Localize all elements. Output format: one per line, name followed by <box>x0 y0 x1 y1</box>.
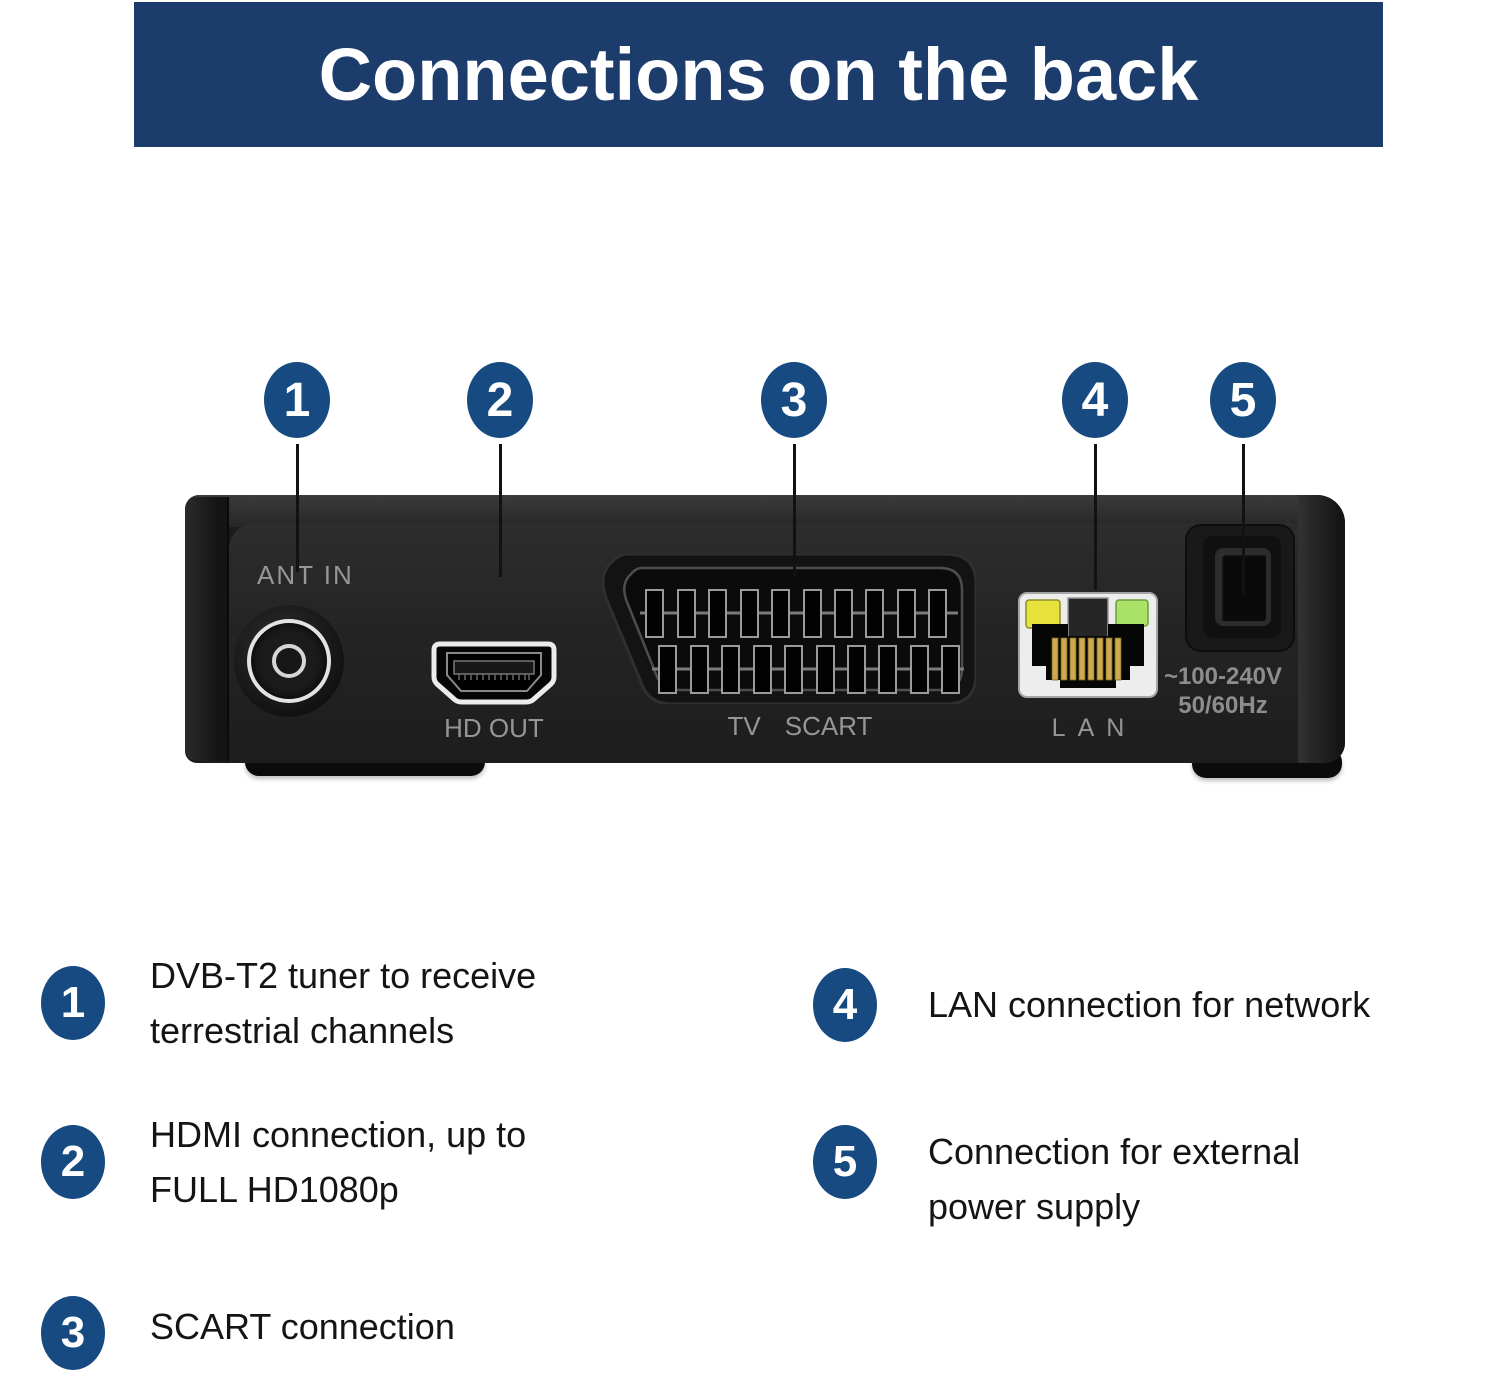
legend-item-2: HDMI connection, up to FULL HD1080p <box>150 1107 526 1217</box>
legend-line: HDMI connection, up to <box>150 1114 527 1155</box>
callout-number: 2 <box>486 373 514 427</box>
legend-number: 1 <box>60 978 86 1027</box>
tv-label: TV <box>727 711 761 741</box>
legend-item-5: Connection for external power supply <box>928 1124 1300 1234</box>
legend-number: 5 <box>832 1137 858 1186</box>
voltage-rating-label: ~100-240V 50/60Hz <box>1123 662 1323 720</box>
lan-label: LAN <box>1051 714 1137 742</box>
legend-item-3: SCART connection <box>150 1299 455 1354</box>
legend-line: Connection for external <box>928 1131 1301 1172</box>
legend-line: terrestrial channels <box>150 1010 455 1051</box>
legend-badge-5: 5 <box>813 1125 877 1199</box>
callout-badge-4: 4 <box>1062 362 1128 438</box>
callout-line-2 <box>499 444 502 577</box>
device-right-edge <box>1298 495 1345 763</box>
header-banner: Connections on the back <box>134 2 1383 147</box>
legend-badge-3: 3 <box>41 1296 105 1370</box>
legend-badge-2: 2 <box>41 1125 105 1199</box>
device-left-edge <box>185 497 229 761</box>
legend-line: power supply <box>928 1186 1141 1227</box>
callout-number: 4 <box>1081 373 1109 427</box>
callout-badge-1: 1 <box>264 362 330 438</box>
callout-badge-2: 2 <box>467 362 533 438</box>
legend-number: 2 <box>60 1137 86 1186</box>
legend-number: 4 <box>832 980 858 1029</box>
ant-in-label: ANT IN <box>257 560 354 590</box>
hdmi-port <box>431 641 557 705</box>
hd-out-label: HD OUT <box>444 713 544 743</box>
legend-item-4: LAN connection for network <box>928 977 1370 1032</box>
voltage-line-1: ~100-240V <box>1163 663 1283 690</box>
lan-led-green <box>1115 599 1149 627</box>
callout-line-5 <box>1242 444 1245 594</box>
page-title: Connections on the back <box>318 33 1199 116</box>
lan-port <box>1018 592 1158 698</box>
legend-item-1: DVB-T2 tuner to receive terrestrial chan… <box>150 948 536 1058</box>
legend-line: FULL HD1080p <box>150 1169 399 1210</box>
legend-badge-4: 4 <box>813 968 877 1042</box>
callout-number: 5 <box>1229 373 1257 427</box>
callout-line-3 <box>793 444 796 577</box>
lan-led-yellow <box>1025 599 1061 629</box>
legend-line: LAN connection for network <box>928 984 1371 1025</box>
callout-number: 1 <box>283 373 311 427</box>
scart-label: SCART <box>784 711 873 741</box>
callout-line-4 <box>1094 444 1097 590</box>
device-top-edge <box>188 495 1318 527</box>
callout-badge-5: 5 <box>1210 362 1276 438</box>
callout-number: 3 <box>780 373 808 427</box>
tv-scart-port <box>601 554 976 704</box>
legend-number: 3 <box>60 1308 86 1357</box>
legend-line: SCART connection <box>150 1306 455 1347</box>
callout-badge-3: 3 <box>761 362 827 438</box>
coax-center-pin-hole <box>272 644 306 678</box>
legend-line: DVB-T2 tuner to receive <box>150 955 537 996</box>
callout-line-1 <box>296 444 299 572</box>
tv-scart-label: TV SCART <box>690 711 910 742</box>
voltage-line-2: 50/60Hz <box>1178 692 1268 719</box>
legend-badge-1: 1 <box>41 966 105 1040</box>
